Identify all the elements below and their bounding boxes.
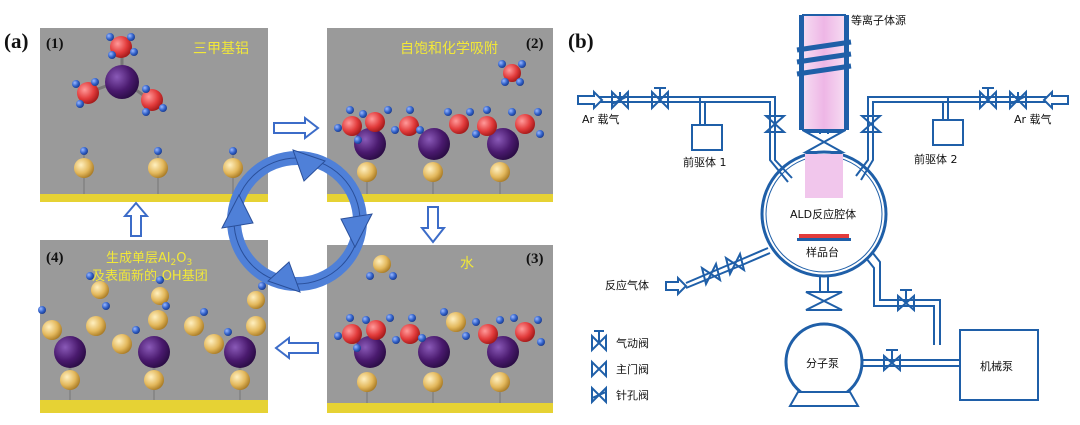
panel-a-tag: (a): [4, 29, 29, 53]
pneumatic-valve-right: [979, 87, 997, 111]
step-4-number: (4): [46, 250, 64, 266]
step-4-label-line1: 生成单层Al2O3: [106, 251, 192, 268]
needle-valve-left: [611, 89, 629, 111]
chamber-label: ALD反应腔体: [790, 207, 856, 221]
panel-a: (a) (1) 三甲基铝: [4, 28, 553, 413]
molecular-pump-label: 分子泵: [806, 357, 839, 370]
ar-carrier-right: Ar 载气: [1014, 112, 1052, 126]
pneumatic-valve-pump-line: [883, 349, 901, 373]
ald-chamber: ALD反应腔体 样品台: [760, 150, 888, 278]
tma-molecule: [72, 33, 167, 116]
step-3-number: (3): [526, 251, 544, 267]
gas-lines: [595, 96, 1050, 367]
legend-needle: 针孔阀: [616, 388, 649, 402]
reactive-gas-label: 反应气体: [605, 278, 649, 292]
line-valves: [611, 87, 1027, 373]
pneumatic-valve-icon: [591, 330, 607, 353]
needle-valve-left-arrow: [611, 95, 629, 105]
arrow-2-to-3: [419, 206, 447, 244]
plasma-source: 等离子体源: [796, 13, 906, 131]
legend-pneumatic: 气动阀: [616, 336, 649, 350]
sample-stage-label: 样品台: [806, 245, 839, 259]
step-1-label: 三甲基铝: [193, 40, 249, 57]
mechanical-pump-label: 机械泵: [980, 359, 1013, 373]
panel-b-tag: (b): [568, 29, 594, 53]
legend-gate: 主门阀: [616, 362, 649, 376]
inlet-arrows: [577, 89, 1069, 297]
step-4-label-line2: 及表面新的-OH基团: [92, 268, 208, 284]
needle-valve-icon: [591, 385, 607, 405]
reactive-gas-valve-1: [700, 261, 722, 287]
step-1-panel: (1) 三甲基铝: [40, 28, 268, 202]
panel-b: (b) 等离子体源 ALD反应腔体 样品台: [568, 13, 1069, 407]
surface-oh-groups: [74, 147, 243, 194]
reacting-layer: [334, 308, 545, 403]
arrow-3-to-4: [274, 335, 319, 361]
arrow-1-to-2: [273, 115, 320, 141]
water-molecule: [366, 255, 397, 280]
step-1-number: (1): [46, 36, 64, 52]
precursor-1-label: 前驱体 1: [683, 155, 727, 169]
cycle-arrow: [221, 149, 373, 293]
adsorbed-layer: [334, 106, 544, 194]
arrow-4-to-1: [122, 201, 150, 237]
reactive-gas-valve-2: [724, 251, 746, 277]
needle-valve-right: [1009, 89, 1027, 111]
step-3-label: 水: [460, 256, 474, 272]
molecular-pump: 分子泵: [784, 322, 864, 407]
pneumatic-valve-chamber-right: [859, 115, 883, 133]
step-3-panel: 水 (3): [327, 245, 553, 413]
flow-arrows: [122, 115, 447, 361]
pneumatic-valve-left: [651, 87, 669, 111]
step-4-panel: (4) 生成单层Al2O3 及表面新的-OH基团: [38, 240, 268, 413]
ar-carrier-left: Ar 载气: [582, 112, 620, 126]
step-2-panel: 自饱和化学吸附 (2): [327, 28, 553, 202]
valve-legend: 气动阀 主门阀 针孔阀: [591, 330, 649, 405]
precursor-2-label: 前驱体 2: [914, 152, 958, 166]
plasma-source-label: 等离子体源: [851, 13, 906, 27]
free-methane-molecule: [498, 60, 526, 86]
step-2-number: (2): [526, 36, 544, 52]
plasma-gate-valve: [802, 131, 846, 153]
pneumatic-valve-chamber-left: [763, 115, 787, 133]
step-2-label: 自饱和化学吸附: [400, 41, 498, 57]
gate-valve-pump: [805, 291, 843, 311]
pneumatic-valve-vacuum: [897, 289, 915, 313]
alumina-layer: [38, 272, 266, 400]
mechanical-pump: 机械泵: [959, 329, 1039, 401]
gate-valve-icon: [591, 359, 607, 379]
